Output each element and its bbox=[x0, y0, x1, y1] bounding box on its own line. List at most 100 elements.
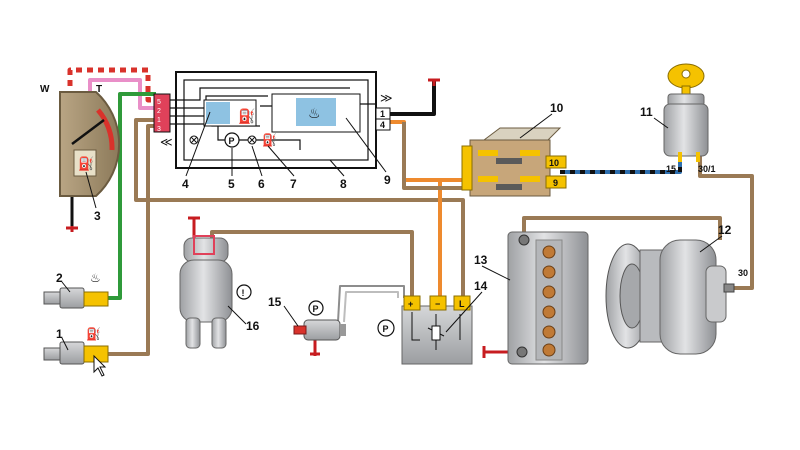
wire-brown-oil-sensor bbox=[108, 124, 156, 356]
relay10-pin-row-1 bbox=[478, 150, 498, 156]
wire-black-ground bbox=[384, 80, 436, 116]
alternator: 30 bbox=[605, 239, 748, 355]
alternator-terminal-stud bbox=[723, 283, 735, 293]
sensor2-connector bbox=[83, 291, 109, 307]
fuel-indicator-lamp bbox=[206, 102, 230, 124]
reservoir-leg-left bbox=[185, 317, 201, 349]
wire-grey-switch15 bbox=[337, 285, 405, 323]
indicator-relay: 10 9 bbox=[461, 127, 567, 197]
battery-cap-4 bbox=[542, 305, 556, 319]
gauge-red-zone bbox=[96, 108, 115, 151]
battery-cap-2 bbox=[542, 265, 556, 279]
reservoir-body bbox=[179, 259, 233, 323]
fuel-pump-icon: ⛽ bbox=[238, 108, 255, 125]
relay14-terminal-plus bbox=[403, 295, 421, 311]
reservoir-cap-red bbox=[193, 235, 215, 255]
wire-grey-switch15-b bbox=[343, 291, 399, 323]
connector-pin-2: 2 bbox=[157, 108, 161, 115]
connector-pin-5: 5 bbox=[157, 99, 161, 106]
fuel-temp-gauge: ⛽ W T bbox=[40, 84, 121, 197]
switch11-terminal-30-1: 30/1 bbox=[698, 164, 716, 174]
leader-4 bbox=[185, 111, 211, 177]
cluster-terminal-4: 4 bbox=[380, 120, 385, 130]
leader-16 bbox=[227, 305, 247, 325]
wire-pink bbox=[88, 78, 156, 110]
cluster-arrow-right-icon: ≫ bbox=[380, 91, 393, 105]
relay10-terminal-10: 10 bbox=[549, 158, 559, 168]
callout-7: 7 bbox=[290, 177, 297, 191]
sensor1-body bbox=[59, 341, 85, 365]
connector-pin-1: 1 bbox=[157, 117, 161, 124]
relay14-terminal-minus bbox=[429, 295, 447, 311]
gauge-needle bbox=[71, 119, 105, 145]
callout-1: 1 bbox=[56, 327, 63, 341]
leader-1 bbox=[61, 337, 69, 351]
switch11-body bbox=[663, 103, 709, 157]
parking-lamp-letter: P bbox=[229, 136, 235, 146]
ground-gauge-icon bbox=[66, 226, 78, 232]
sensor2-thread bbox=[43, 291, 61, 305]
gauge-fuel-icon: ⛽ bbox=[78, 156, 94, 172]
wire-blue-base bbox=[560, 156, 682, 174]
callout-11: 11 bbox=[640, 105, 653, 119]
battery-cell-strip bbox=[535, 239, 563, 361]
oil-pressure-sensor: ⛽ bbox=[43, 327, 109, 377]
callout-6: 6 bbox=[258, 177, 265, 191]
ground-battery-icon bbox=[482, 346, 510, 358]
switch15-parking-icon bbox=[308, 300, 324, 316]
relay10-pin-row-4 bbox=[520, 176, 540, 182]
relay14-label-l: L bbox=[459, 299, 465, 309]
leader-14 bbox=[445, 291, 483, 333]
leader-12 bbox=[699, 235, 723, 253]
switch15-body bbox=[303, 319, 341, 341]
leader-9 bbox=[345, 117, 387, 173]
relay10-inner-2 bbox=[496, 184, 522, 190]
callout-13: 13 bbox=[474, 253, 488, 267]
leader-15 bbox=[283, 305, 299, 327]
switch15-parking-letter: P bbox=[313, 304, 319, 314]
callout-5: 5 bbox=[228, 177, 235, 191]
wire-green bbox=[108, 92, 156, 300]
wires bbox=[67, 67, 754, 356]
sensor2-temp-icon: ♨ bbox=[90, 271, 101, 285]
callout-16: 16 bbox=[246, 319, 260, 333]
wire-brown-cluster-bottom bbox=[134, 118, 465, 296]
sensor1-thread bbox=[43, 347, 61, 361]
parking-brake-lamp-icon bbox=[224, 132, 240, 148]
brake-warning-mark: ! bbox=[242, 288, 245, 298]
battery-cap-5 bbox=[542, 325, 556, 339]
brake-fluid-reservoir: ! bbox=[179, 235, 252, 349]
coolant-temp-icon: ♨ bbox=[308, 106, 321, 122]
ground-cluster-icon bbox=[428, 78, 440, 86]
callout-4: 4 bbox=[182, 177, 189, 191]
leader-3 bbox=[85, 171, 97, 209]
cluster-inner-box bbox=[183, 79, 369, 161]
battery-caps bbox=[542, 245, 556, 357]
gauge-label-w: W bbox=[40, 84, 50, 95]
ignition-switch: 15 30/1 bbox=[663, 63, 716, 174]
relay10-inner-1 bbox=[496, 158, 522, 164]
relay14-label-minus: − bbox=[435, 299, 440, 309]
relay10-top bbox=[482, 127, 562, 141]
callout-numbers: 1 2 3 4 5 6 7 8 9 10 11 12 13 14 15 16 bbox=[56, 101, 732, 341]
ground-reservoir-icon bbox=[188, 216, 200, 238]
lamp-4-cross bbox=[190, 136, 198, 144]
ground-symbols bbox=[66, 78, 510, 358]
sensor1-oil-icon: ⛽ bbox=[86, 327, 101, 341]
battery-terminal-plus bbox=[518, 234, 530, 246]
cluster-arrow-left-icon: ≪ bbox=[160, 135, 173, 149]
battery bbox=[507, 231, 589, 365]
alternator-rear bbox=[705, 265, 727, 323]
wire-brown-battery-alt bbox=[522, 216, 722, 240]
leader-2 bbox=[61, 281, 71, 293]
leader-8 bbox=[329, 159, 345, 177]
cluster-connector-left bbox=[153, 93, 171, 133]
callout-3: 3 bbox=[94, 209, 101, 223]
cluster-terminal-1: 1 bbox=[380, 109, 385, 119]
alternator-terminal-30: 30 bbox=[738, 268, 748, 278]
switch11-terminal-15: 15 bbox=[666, 164, 676, 174]
callout-8: 8 bbox=[340, 177, 347, 191]
key-hole bbox=[681, 69, 691, 79]
relay10-plug-left bbox=[461, 145, 473, 191]
wire-red-striped-dash bbox=[67, 67, 156, 103]
